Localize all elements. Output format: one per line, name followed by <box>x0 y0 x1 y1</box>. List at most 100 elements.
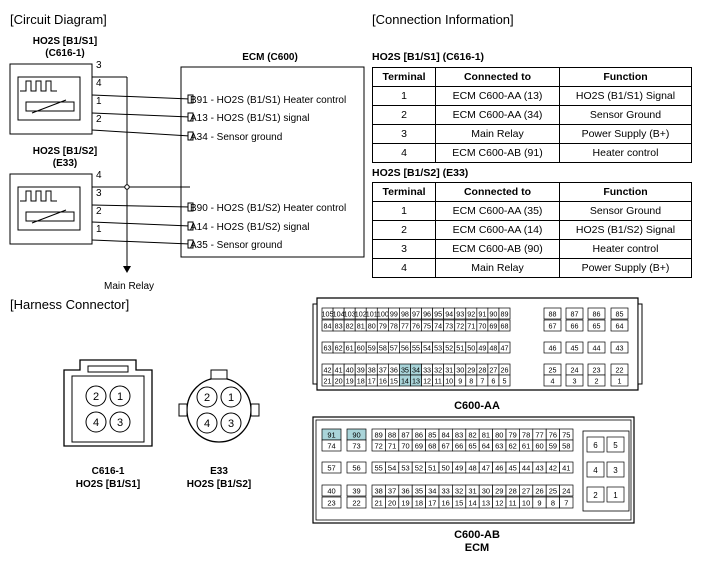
c616-label: C616-1 <box>92 466 125 477</box>
ab-pin-label: 14 <box>468 499 476 508</box>
e33-pin-label: 4 <box>204 418 210 430</box>
aa-pin-label: 3 <box>573 377 577 386</box>
aa-pin-label: 58 <box>379 344 387 353</box>
aa-pin-label: 105 <box>322 310 334 319</box>
aa-pin-label: 54 <box>423 344 431 353</box>
aa-pin-label: 40 <box>346 366 354 375</box>
aa-pin-label: 34 <box>412 366 420 375</box>
aa-pin-label: 21 <box>324 377 332 386</box>
ab-pin <box>559 496 574 509</box>
c616-pin <box>109 411 131 433</box>
ecm-pin-label: B91 - HO2S (B1/S1) Heater control <box>190 95 346 106</box>
ab-pin-label: 78 <box>522 431 530 440</box>
col-connected-to: Connected to <box>435 67 560 87</box>
cell: ECM C600-AA (34) <box>435 105 560 125</box>
ab-pin-label: 58 <box>562 442 570 451</box>
ab-pin-label: 27 <box>522 487 530 496</box>
wire <box>91 94 191 100</box>
ab-pin-label: 57 <box>327 464 335 473</box>
ab-pin-label: 63 <box>495 442 503 451</box>
aa-pin <box>587 341 606 354</box>
ab-pin-label: 75 <box>562 431 570 440</box>
ab-pin <box>321 461 342 474</box>
ab-pin-label: 66 <box>455 442 463 451</box>
aa-pin-label: 44 <box>593 344 601 353</box>
aa-pin-label: 76 <box>412 322 420 331</box>
ab-pin-label: 49 <box>455 464 463 473</box>
aa-pin-label: 1 <box>618 377 622 386</box>
ab-pin-label: 31 <box>468 487 476 496</box>
aa-pin-label: 78 <box>390 322 398 331</box>
aa-pin <box>610 374 629 387</box>
aa-pin-label: 43 <box>616 344 624 353</box>
arrow-down-icon <box>123 266 131 273</box>
ab-label: C600-AB <box>454 529 500 541</box>
wire <box>91 129 191 137</box>
aa-pin-label: 74 <box>434 322 442 331</box>
cell: Power Supply (B+) <box>559 124 692 144</box>
ab-pin-label: 43 <box>535 464 543 473</box>
ecm-pin-label: A14 - HO2S (B1/S2) signal <box>190 222 310 233</box>
e33-pin <box>196 386 218 408</box>
sensor2-outline <box>9 173 93 245</box>
aa-pin-label: 55 <box>412 344 420 353</box>
table-title-b1s2: HO2S [B1/S2] (E33) <box>372 167 469 179</box>
ab-pin-label: 17 <box>428 499 436 508</box>
sensor2-element-box <box>25 211 75 222</box>
ab-pin-label: 67 <box>442 442 450 451</box>
ab-pin-label: 65 <box>468 442 476 451</box>
aa-pin-label: 67 <box>549 322 557 331</box>
ab-pin-label: 61 <box>522 442 530 451</box>
aa-pin-label: 41 <box>335 366 343 375</box>
aa-pin-label: 5 <box>502 377 506 386</box>
ab-pin-label: 50 <box>442 464 450 473</box>
aa-pin-label: 102 <box>355 310 367 319</box>
ab-pin <box>606 486 625 503</box>
aa-pin-label: 18 <box>357 377 365 386</box>
aa-pin-label: 66 <box>571 322 579 331</box>
aa-pin <box>587 319 606 332</box>
ab-pin-label: 89 <box>375 431 383 440</box>
ab-pin-label: 42 <box>549 464 557 473</box>
ab-pin <box>606 436 625 453</box>
ab-pin-label: 15 <box>455 499 463 508</box>
ecm-pin-label: B90 - HO2S (B1/S2) Heater control <box>190 203 346 214</box>
sensor1-pin-label: 4 <box>96 78 102 89</box>
aa-pin <box>587 374 606 387</box>
sensor2-pin-label: 3 <box>96 188 102 199</box>
c616-name: HO2S [B1/S1] <box>76 479 140 490</box>
aa-pin-label: 77 <box>401 322 409 331</box>
aa-pin-label: 89 <box>500 310 508 319</box>
aa-pin-label: 45 <box>571 344 579 353</box>
aa-pin-label: 73 <box>445 322 453 331</box>
aa-pin-label: 65 <box>593 322 601 331</box>
ecm-title: ECM (C600) <box>242 52 298 63</box>
aa-pin-label: 39 <box>357 366 365 375</box>
ab-pin <box>586 436 605 453</box>
ab-pin-label: 54 <box>388 464 396 473</box>
ab-pin <box>606 461 625 478</box>
aa-pin-label: 83 <box>335 322 343 331</box>
ab-pin-label: 73 <box>352 442 360 451</box>
e33-housing <box>186 377 252 443</box>
e33-label: E33 <box>210 466 228 477</box>
aa-pin-label: 87 <box>571 310 579 319</box>
ecm-pin-terminal <box>187 239 194 249</box>
ab-pin-label: 39 <box>352 487 360 496</box>
aa-pin <box>610 307 629 320</box>
c616-face <box>71 375 145 443</box>
ab-pin-label: 24 <box>562 487 570 496</box>
sensor2-pin-label: 1 <box>96 224 102 235</box>
aa-latch-left <box>312 303 318 385</box>
ab-pin-label: 29 <box>495 487 503 496</box>
e33-pin <box>196 412 218 434</box>
aa-pin-label: 49 <box>478 344 486 353</box>
ab-pin-label: 82 <box>468 431 476 440</box>
aa-pin-label: 90 <box>489 310 497 319</box>
ab-pin <box>586 486 605 503</box>
